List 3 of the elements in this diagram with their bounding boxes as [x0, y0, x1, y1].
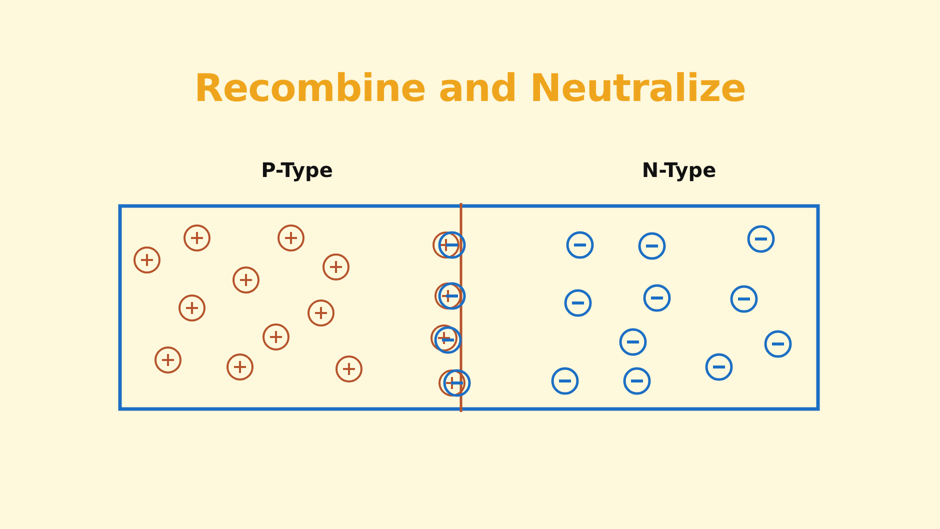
region-heading: N-Type [642, 158, 716, 182]
region-heading: P-Type [261, 158, 333, 182]
title: Recombine and Neutralize [193, 66, 747, 110]
